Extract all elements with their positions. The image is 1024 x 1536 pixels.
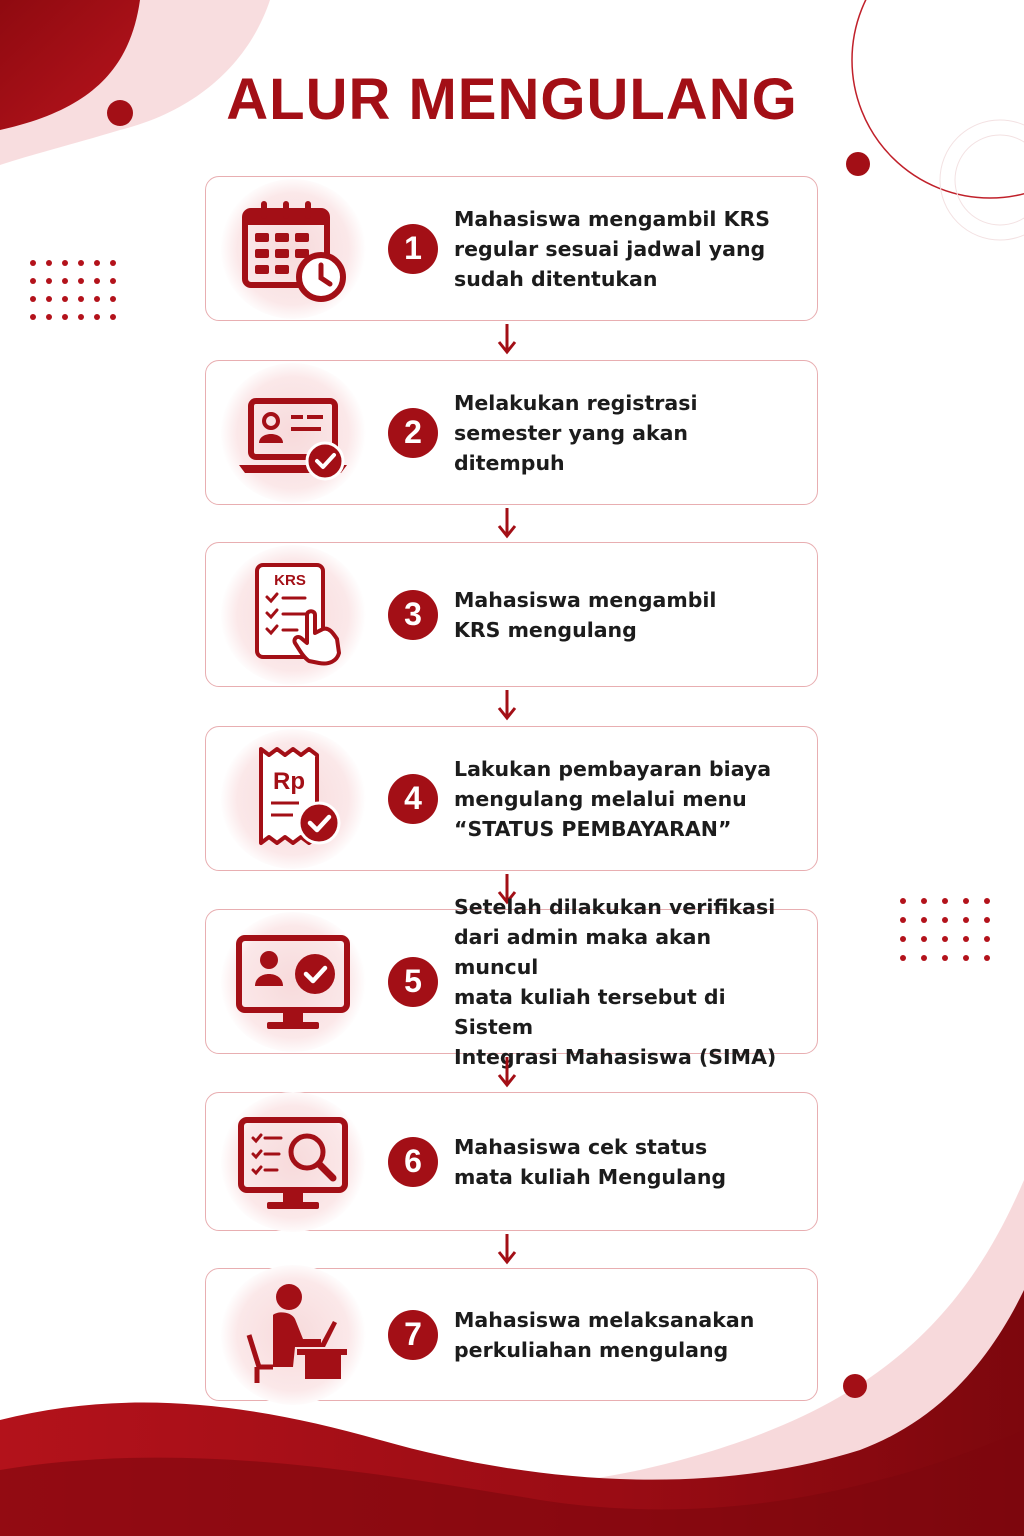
step-card-7: 7 Mahasiswa melaksanakan perkuliahan men… [205, 1264, 818, 1405]
step-description: Mahasiswa mengambil KRS mengulang [454, 587, 717, 642]
page-title: ALUR MENGULANG [226, 67, 798, 132]
step-description: Melakukan registrasi semester yang akan … [454, 390, 698, 475]
calendar-clock-icon [220, 178, 366, 319]
step-number-badge: 7 [388, 1309, 438, 1360]
monitor-search-icon [220, 1091, 366, 1232]
arrow-down-icon [497, 1057, 517, 1088]
step-number-badge: 3 [388, 589, 438, 640]
dot-grid-right [900, 898, 990, 961]
step-description: Mahasiswa mengambil KRS regular sesuai j… [454, 206, 771, 291]
arrow-down-icon [497, 690, 517, 721]
step-number-badge: 6 [388, 1136, 438, 1187]
krs-label: KRS [274, 572, 306, 589]
step-description: Lakukan pembayaran biaya mengulang melal… [454, 756, 772, 841]
dot-grid-left [30, 260, 116, 320]
step-description: Mahasiswa melaksanakan perkuliahan mengu… [454, 1307, 755, 1362]
currency-label: Rp [273, 768, 305, 795]
arrow-down-icon [497, 874, 517, 905]
step-description: Setelah dilakukan verifikasi dari admin … [454, 894, 777, 1069]
step-card-3: KRS 3 Mahasiswa mengambil KRS mengulang [205, 542, 818, 687]
step-number-badge: 5 [388, 956, 438, 1007]
step-card-2: 2 Melakukan registrasi semester yang aka… [205, 360, 818, 505]
krs-checklist-icon: KRS [220, 544, 366, 685]
student-desk-icon [220, 1264, 366, 1405]
step-card-5: 5 Setelah dilakukan verifikasi dari admi… [205, 895, 818, 1069]
step-card-1: 1 Mahasiswa mengambil KRS regular sesuai… [205, 176, 818, 321]
step-number-badge: 2 [388, 407, 438, 458]
arrow-down-icon [497, 324, 517, 355]
step-description: Mahasiswa cek status mata kuliah Mengula… [454, 1134, 727, 1189]
monitor-verified-icon [220, 911, 366, 1052]
arrow-down-icon [497, 1234, 517, 1265]
step-card-4: Rp 4 Lakukan pembayaran biaya mengulang … [205, 726, 818, 871]
step-number-badge: 1 [388, 223, 438, 274]
arrow-down-icon [497, 508, 517, 539]
laptop-registration-icon [220, 362, 366, 503]
step-number-badge: 4 [388, 773, 438, 824]
step-card-6: 6 Mahasiswa cek status mata kuliah Mengu… [205, 1091, 818, 1232]
receipt-payment-icon: Rp [220, 728, 366, 869]
